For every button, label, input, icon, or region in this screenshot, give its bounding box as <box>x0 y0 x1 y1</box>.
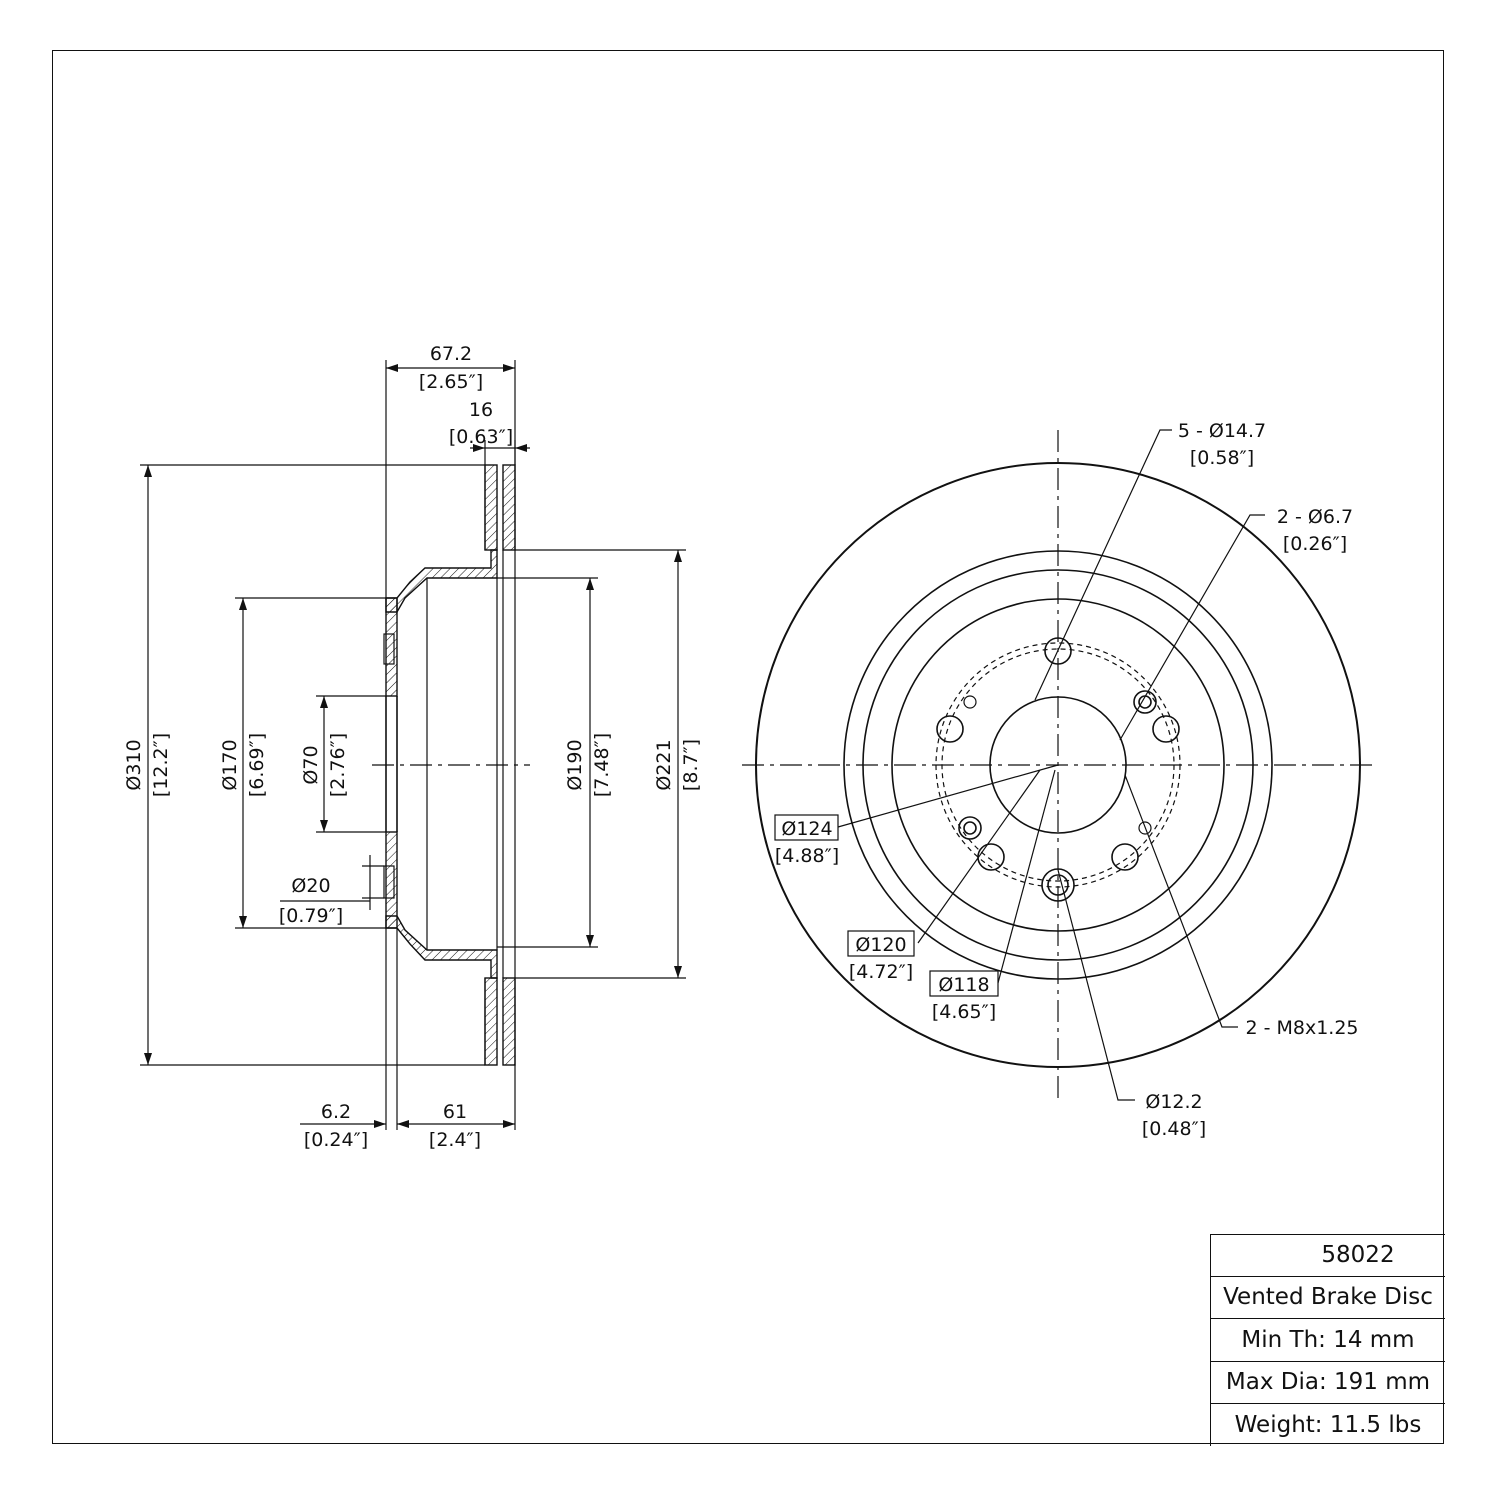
dim-16-mm: 16 <box>469 399 493 421</box>
label-124-mm: Ø124 <box>781 818 832 840</box>
dim-70-in: [2.76″] <box>327 733 349 797</box>
hat-face-upper <box>385 597 398 697</box>
hat-face-lower <box>385 831 398 929</box>
box-118 <box>929 970 999 997</box>
dim-310-in: [12.2″] <box>150 733 172 797</box>
hat-wall-top <box>385 549 498 615</box>
hat-wall-bottom <box>385 915 498 979</box>
label-118-mm: Ø118 <box>938 974 989 996</box>
dim-67-mm: 67.2 <box>430 343 472 365</box>
dim-70-mm: Ø70 <box>300 745 322 784</box>
label-120-in: [4.72″] <box>849 961 913 983</box>
dim-170-mm: Ø170 <box>219 739 241 790</box>
dim-170-in: [6.69″] <box>246 733 268 797</box>
dim-190-in: [7.48″] <box>591 733 613 797</box>
dim-20-in: [0.79″] <box>279 905 343 927</box>
dim-62-in: [0.24″] <box>304 1129 368 1151</box>
rotor-plate-inboard-bottom <box>484 977 498 1066</box>
locating-hole-inner <box>963 821 977 835</box>
max-diameter: Max Dia: 191 mm <box>1211 1360 1445 1404</box>
stud-hole-inner <box>1047 874 1069 896</box>
rotor-plate-inboard-top <box>484 464 498 551</box>
part-description: Vented Brake Disc <box>1211 1275 1445 1319</box>
rotor-plate-outboard-top <box>502 464 516 551</box>
title-block: 58022 Vented Brake Disc Min Th: 14 mm Ma… <box>1210 1234 1445 1446</box>
bolt-hole <box>1111 843 1139 871</box>
dim-61-mm: 61 <box>443 1101 467 1123</box>
hat-circle <box>891 598 1225 932</box>
part-number: 58022 <box>1211 1234 1445 1276</box>
leader-118 <box>997 769 1056 984</box>
friction-inner-circle <box>843 550 1273 980</box>
side-section-view: 67.2 [2.65″] 16 [0.63″] Ø310 [12.2″] Ø17… <box>123 343 702 1151</box>
dim-62-mm: 6.2 <box>321 1101 351 1123</box>
leader-120 <box>917 769 1041 944</box>
hole-lower <box>383 865 395 899</box>
box-124 <box>774 814 839 841</box>
dim-221-mm: Ø221 <box>653 739 675 790</box>
dim-190-mm: Ø190 <box>564 739 586 790</box>
label-bolt-holes-in: [0.58″] <box>1190 447 1254 469</box>
label-threaded-mm: 2 - M8x1.25 <box>1245 1017 1358 1039</box>
hidden-circle-outer <box>935 642 1181 888</box>
label-120-mm: Ø120 <box>855 934 906 956</box>
hidden-circle-inner <box>941 648 1175 882</box>
center-bore <box>989 696 1127 834</box>
bolt-hole <box>1044 637 1072 665</box>
label-stud-in: [0.48″] <box>1142 1118 1206 1140</box>
box-120 <box>847 930 915 957</box>
drum-outer-circle <box>862 569 1254 961</box>
stud-hole <box>1041 868 1075 902</box>
threaded-hole <box>1138 821 1152 835</box>
leader-124 <box>837 764 1059 828</box>
dim-221-in: [8.7″] <box>680 739 702 791</box>
hole-upper <box>383 633 395 665</box>
locating-hole <box>958 816 982 840</box>
bolt-hole <box>977 843 1005 871</box>
dim-16-in: [0.63″] <box>449 426 513 448</box>
leader-bolt-holes <box>1034 429 1172 701</box>
leader-stud-hole <box>1057 869 1135 1101</box>
threaded-hole <box>963 695 977 709</box>
min-thickness: Min Th: 14 mm <box>1211 1318 1445 1361</box>
front-view: 5 - Ø14.7 [0.58″] 2 - Ø6.7 [0.26″] 2 - M… <box>742 420 1378 1140</box>
dim-61-in: [2.4″] <box>429 1129 481 1151</box>
bolt-hole <box>1152 715 1180 743</box>
rotor-outer-edge <box>755 462 1361 1068</box>
label-118-in: [4.65″] <box>932 1001 996 1023</box>
label-bolt-holes-mm: 5 - Ø14.7 <box>1178 420 1266 442</box>
label-stud-mm: Ø12.2 <box>1145 1091 1202 1113</box>
weight: Weight: 11.5 lbs <box>1211 1403 1445 1446</box>
label-124-in: [4.88″] <box>775 845 839 867</box>
label-locating-in: [0.26″] <box>1283 533 1347 555</box>
label-locating-mm: 2 - Ø6.7 <box>1277 506 1353 528</box>
locating-hole <box>1133 690 1157 714</box>
drawing-frame <box>52 50 1444 1444</box>
dim-67-in: [2.65″] <box>419 371 483 393</box>
dim-20-mm: Ø20 <box>291 875 330 897</box>
rotor-plate-outboard-bottom <box>502 977 516 1066</box>
dim-310-mm: Ø310 <box>123 739 145 790</box>
bolt-hole <box>936 715 964 743</box>
leader-threaded-holes <box>1124 774 1238 1028</box>
leader-locating-holes <box>1119 514 1265 741</box>
